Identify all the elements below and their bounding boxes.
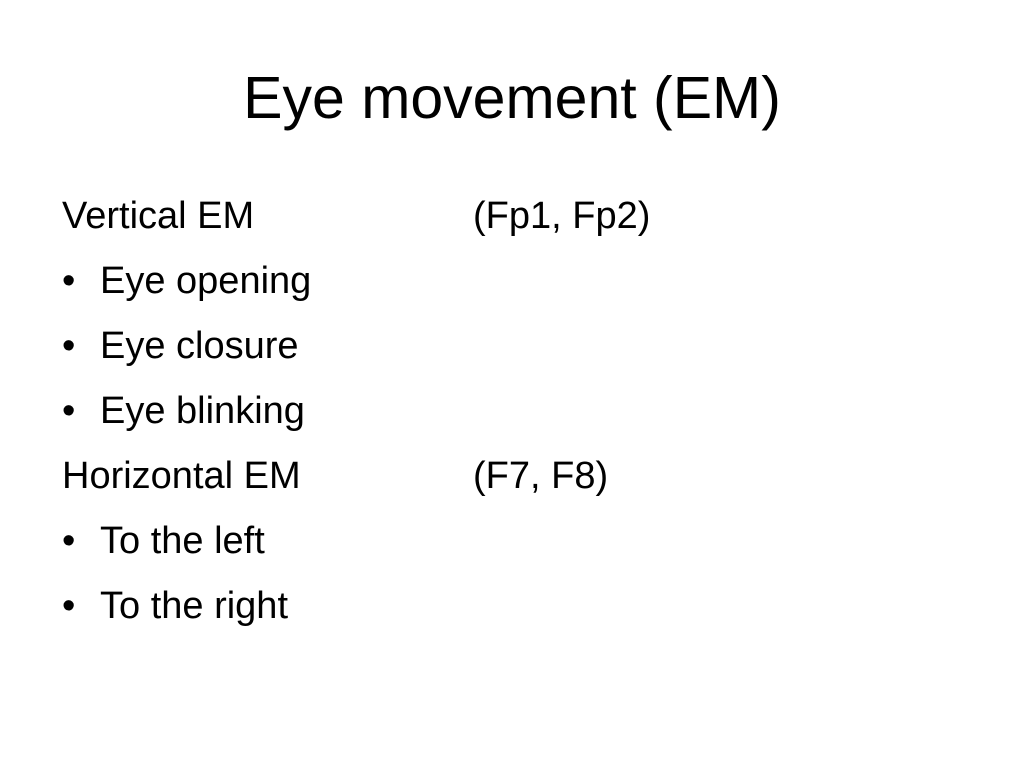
list-item: • To the right [62,574,962,639]
list-item-text: Eye blinking [100,390,305,432]
list-item: • To the left [62,509,962,574]
list-item: • Eye opening [62,249,962,314]
section-label: Horizontal EM [62,455,301,497]
bullet-icon: • [62,325,76,367]
bullet-icon: • [62,520,76,562]
slide-title: Eye movement (EM) [243,65,781,131]
section-heading-horizontal: Horizontal EM (F7, F8) [62,444,962,509]
list-item-text: To the left [100,520,265,562]
electrode-note: (F7, F8) [473,455,609,497]
list-item: • Eye closure [62,314,962,379]
bullet-icon: • [62,585,76,627]
slide-body: Vertical EM (Fp1, Fp2) • Eye opening • E… [62,184,962,639]
list-item-text: Eye closure [100,325,299,367]
bullet-icon: • [62,260,76,302]
section-label: Vertical EM [62,195,255,237]
bullet-icon: • [62,390,76,432]
electrode-note: (Fp1, Fp2) [473,195,651,237]
list-item-text: Eye opening [100,260,312,302]
list-item-text: To the right [100,585,288,627]
section-heading-vertical: Vertical EM (Fp1, Fp2) [62,184,962,249]
list-item: • Eye blinking [62,379,962,444]
